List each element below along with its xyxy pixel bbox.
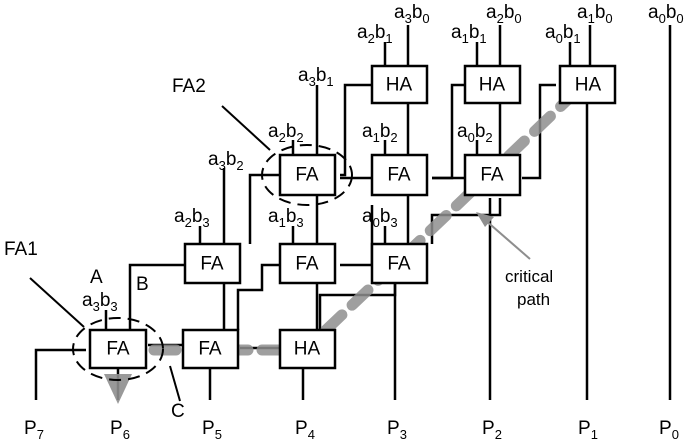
input-labels: a3b0 a2b0 a1b0 a0b0 a2b1 a1b1 a0b1 a3b1 …	[82, 2, 684, 314]
output-labels: P7 P6 P5 P4 P3 P2 P1 P0	[24, 418, 679, 442]
block-label: FA	[106, 339, 130, 360]
critical-path-label-line1: critical	[505, 267, 553, 286]
input-label-a3b1: a3b1	[298, 65, 334, 89]
block-label: HA	[479, 75, 506, 96]
callout-c: C	[171, 401, 185, 422]
callouts: FA1 FA2 A B C critical path	[4, 76, 553, 422]
wiring	[34, 25, 672, 400]
input-label-a1b0: a1b0	[577, 2, 613, 26]
full-adder-block: FA	[181, 328, 240, 370]
fa1-highlight-ring	[72, 317, 164, 381]
block-label: FA	[480, 165, 504, 186]
output-label-p1: P1	[578, 418, 598, 442]
callout-fa1-leader	[29, 277, 85, 328]
input-label-a2b3: a2b3	[174, 206, 210, 230]
input-label-a0b0: a0b0	[648, 2, 684, 26]
output-label-p6: P6	[110, 418, 130, 442]
output-label-p4: P4	[295, 418, 315, 442]
block-label: FA	[295, 165, 319, 186]
full-adder-block: FA	[370, 242, 429, 285]
output-label-p3: P3	[387, 418, 407, 442]
block-label: FA	[387, 165, 411, 186]
full-adder-block: FA	[463, 153, 522, 197]
fa2-highlight-ring	[261, 144, 353, 206]
block-label: HA	[575, 75, 602, 96]
callout-a: A	[90, 267, 103, 288]
input-label-a0b3: a0b3	[362, 206, 398, 230]
critical-path-pointer-arrowhead	[476, 212, 494, 227]
half-adder-block: HA	[558, 64, 617, 105]
half-adder-block: HA	[370, 64, 429, 105]
full-adder-block: FA	[370, 153, 429, 197]
full-adder-block: FA	[88, 328, 148, 370]
input-label-a2b0: a2b0	[486, 2, 522, 26]
block-label: HA	[294, 339, 321, 360]
block-label: FA	[387, 254, 411, 275]
output-label-p0: P0	[659, 418, 679, 442]
critical-path-pointer	[483, 218, 531, 260]
critical-path-arrowhead	[104, 374, 132, 404]
full-adder-block: FA	[278, 242, 337, 285]
input-label-a2b1: a2b1	[357, 22, 393, 46]
adder-blocks: HA HA HA FA FA FA FA FA	[88, 64, 617, 370]
callout-fa2: FA2	[172, 76, 206, 97]
input-label-a1b2: a1b2	[362, 121, 398, 145]
block-label: FA	[295, 254, 319, 275]
critical-path-label-line2: path	[517, 290, 550, 309]
input-label-a1b1: a1b1	[451, 22, 487, 46]
input-label-a1b3: a1b3	[268, 206, 304, 230]
input-label-a3b0: a3b0	[394, 2, 430, 26]
callout-fa1: FA1	[4, 239, 38, 260]
full-adder-block: FA	[183, 242, 242, 285]
output-label-p7: P7	[24, 418, 44, 442]
input-label-a0b2: a0b2	[457, 121, 493, 145]
input-label-a3b2: a3b2	[208, 149, 244, 173]
callout-b: B	[136, 274, 149, 295]
half-adder-block: HA	[278, 328, 337, 370]
full-adder-block: FA	[278, 153, 337, 197]
output-label-p2: P2	[482, 418, 502, 442]
block-label: FA	[200, 254, 224, 275]
input-label-a0b1: a0b1	[545, 22, 581, 46]
callout-fa2-leader	[221, 105, 271, 151]
block-label: FA	[198, 339, 222, 360]
output-label-p5: P5	[202, 418, 222, 442]
callout-c-leader	[169, 365, 181, 402]
block-label: HA	[386, 75, 413, 96]
half-adder-block: HA	[463, 64, 522, 105]
input-label-a2b2: a2b2	[268, 121, 304, 145]
input-label-a3b3: a3b3	[82, 290, 118, 314]
